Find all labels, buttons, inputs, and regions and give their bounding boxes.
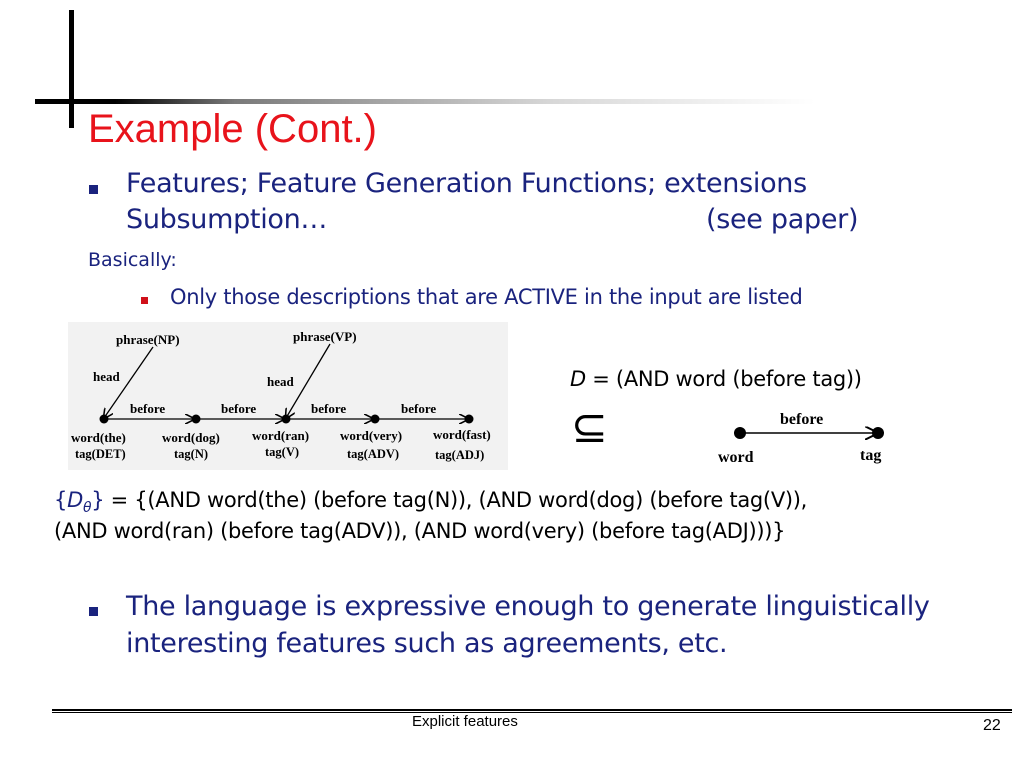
page-number: 22	[983, 717, 1001, 734]
footer-rule-thin	[52, 712, 1012, 713]
d-formula: = (AND word (before tag))	[585, 367, 862, 391]
parse-diagram: phrase(NP) phrase(VP) head head before b…	[68, 322, 508, 470]
set-definition-line-2: (AND word(ran) (before tag(ADV)), (AND w…	[54, 519, 786, 543]
set-definition-line-1: {Dθ} = {(AND word(the) (before tag(N)), …	[54, 488, 807, 516]
decor-vertical-bar	[69, 10, 74, 128]
sub-bullet-marker	[141, 297, 148, 304]
mini-word-label: word	[718, 449, 754, 466]
node-word-ran	[281, 414, 291, 424]
node-word-very	[370, 414, 380, 424]
word-very-label: word(very)	[340, 428, 402, 443]
tag-det-label: tag(DET)	[75, 447, 126, 461]
tag-adj-label: tag(ADJ)	[435, 448, 484, 462]
word-ran-label: word(ran)	[252, 428, 309, 443]
phrase-vp-label: phrase(VP)	[293, 329, 357, 344]
node-word-fast	[464, 414, 474, 424]
head-label-2: head	[267, 374, 295, 389]
footer-rule	[52, 709, 1012, 711]
node-word-dog	[191, 414, 201, 424]
sub-bullet-text: Only those descriptions that are ACTIVE …	[170, 285, 803, 309]
subset-symbol: ⊆	[571, 402, 608, 453]
mini-diagram: before word tag	[718, 411, 884, 466]
bullet-1-line-2b: (see paper)	[706, 204, 859, 235]
before-label-2: before	[221, 401, 256, 416]
bullet-2-line-2: interesting features such as agreements,…	[126, 628, 728, 659]
tag-v-label: tag(V)	[265, 445, 299, 459]
before-label-4: before	[401, 401, 436, 416]
set-line-1-text: = {(AND word(the) (before tag(N)), (AND …	[104, 488, 808, 512]
mini-node-tag	[872, 427, 884, 439]
basically-label: Basically:	[88, 249, 177, 271]
mini-node-word	[734, 427, 746, 439]
bullet-1-line-2a: Subsumption…	[126, 204, 328, 235]
before-label-1: before	[130, 401, 165, 416]
tag-adv-label: tag(ADV)	[347, 447, 399, 461]
mini-tag-label: tag	[860, 447, 881, 464]
slide-title: Example (Cont.)	[88, 107, 377, 151]
decor-horizontal-bar	[35, 99, 1024, 104]
set-open-brace: {	[54, 488, 68, 512]
bullet-1-line-1: Features; Feature Generation Functions; …	[126, 168, 807, 199]
bullet-marker	[89, 185, 98, 194]
bullet-marker-2	[89, 607, 98, 616]
word-the-label: word(the)	[71, 430, 126, 445]
d-definition: D = (AND word (before tag))	[570, 367, 862, 391]
head-label-1: head	[93, 369, 121, 384]
phrase-np-label: phrase(NP)	[116, 332, 180, 347]
set-d-symbol: D	[67, 488, 83, 512]
word-fast-label: word(fast)	[433, 427, 491, 442]
tag-n-label: tag(N)	[174, 447, 208, 461]
word-dog-label: word(dog)	[162, 430, 220, 445]
bullet-2-line-1: The language is expressive enough to gen…	[126, 591, 930, 622]
footer-text: Explicit features	[412, 713, 518, 730]
mini-before-label: before	[780, 411, 823, 428]
set-close-brace: }	[91, 488, 105, 512]
node-word-the	[99, 414, 109, 424]
before-label-3: before	[311, 401, 346, 416]
set-theta-subscript: θ	[82, 500, 92, 517]
d-symbol: D	[570, 367, 586, 391]
